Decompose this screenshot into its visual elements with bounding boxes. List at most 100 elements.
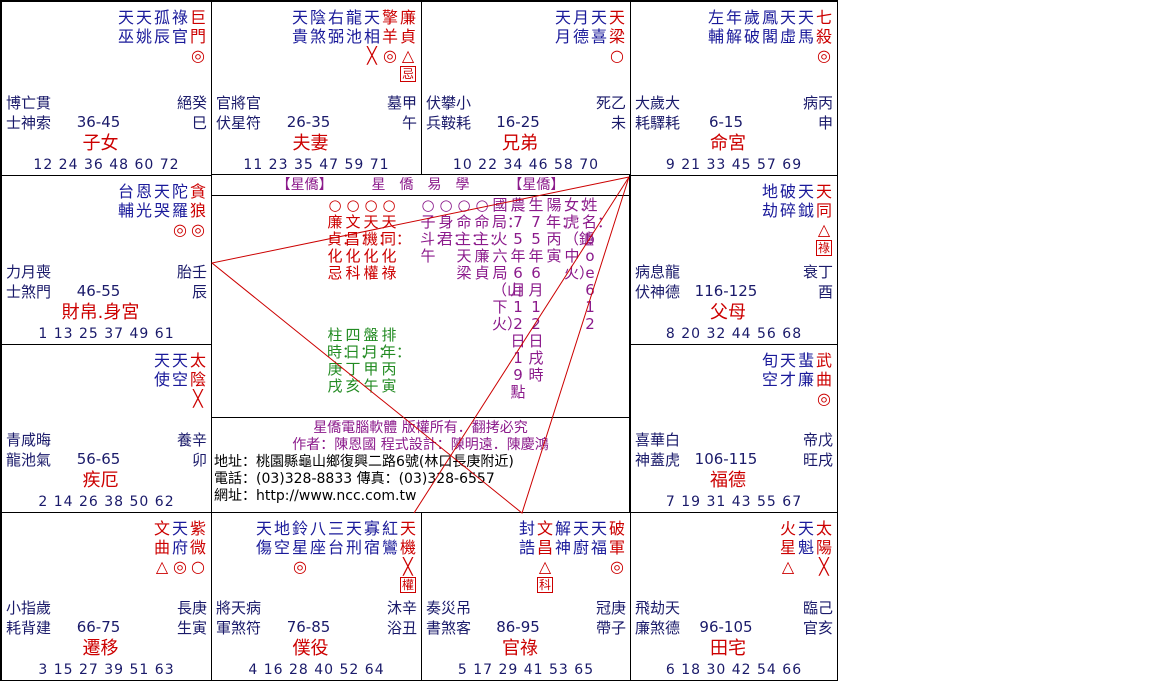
star-char: 文 (536, 519, 553, 538)
star-char: 虛 (779, 27, 796, 46)
star-char: 碎 (779, 201, 796, 220)
minor-star-line: 大歲大 (635, 94, 681, 112)
star-column: 龍池 (345, 8, 363, 82)
star-column: 歲破 (743, 8, 761, 65)
minor-star-line: 伏攀小 (426, 94, 472, 112)
star-column: 解神 (554, 519, 572, 593)
right_cols-column: 陽年：丙寅 (546, 196, 577, 265)
star-char: 使 (153, 370, 170, 389)
decade-range-text: 16-25 (496, 113, 540, 131)
decade-range: 76-85 (212, 618, 421, 636)
star-char: 解 (554, 519, 571, 538)
star-column: 天同△祿 (815, 182, 833, 256)
brightness-mark: ╳ (819, 557, 829, 576)
minor-star-line: 士煞門 (6, 283, 52, 301)
star-column: 太陰╳ (189, 351, 207, 408)
minor-stars: 喜華白神蓋虎 (635, 430, 680, 470)
age-list: 4 16 28 40 52 64 (248, 662, 385, 678)
brightness-mark: ╳ (403, 557, 413, 576)
star-column: 天傷 (255, 519, 273, 593)
minor-stars: 博亡貫士神索 (6, 93, 51, 133)
star-column: 蜚廉 (797, 351, 815, 408)
website-line[interactable]: 網址：http://www.ncc.com.tw (214, 488, 417, 504)
minor-stars: 將天病軍煞符 (216, 598, 261, 638)
star-column: 地空 (273, 519, 291, 593)
transformation-badge: 祿 (816, 240, 832, 256)
brightness-mark: ◎ (173, 220, 187, 239)
star-column: 左輔 (707, 8, 725, 65)
age-list: 6 18 30 42 54 66 (665, 662, 803, 678)
star-char: 才 (779, 370, 796, 389)
life-stage: 冠庚 帶子 (595, 599, 626, 637)
transformation-badge: 科 (537, 577, 553, 593)
star-char: 誥 (518, 538, 535, 557)
right_cols-column: 生75年6月12日戌時 (528, 196, 544, 384)
palace-name: 父母 (631, 298, 837, 324)
star-char: 輔 (117, 201, 134, 220)
star-char: 破 (743, 27, 760, 46)
star-char: 文 (153, 519, 170, 538)
star-char: 右 (327, 8, 344, 27)
star-char: 空 (171, 370, 188, 389)
star-column: 天機╳權 (399, 519, 417, 593)
life-stage: 病丙 申 (802, 94, 833, 132)
star-char: 天 (153, 351, 170, 370)
star-char: 天 (554, 8, 571, 27)
star-column: 天魁 (797, 519, 815, 576)
star-char: 地 (273, 519, 290, 538)
star-column: 巨門◎ (189, 8, 207, 65)
star-column: 台輔 (117, 182, 135, 239)
minor-stars: 病息龍伏神德 (635, 262, 680, 302)
life-stage: 養辛 卯 (176, 431, 207, 469)
star-char: 太 (189, 351, 206, 370)
minor-stars: 力月喪士煞門 (6, 262, 51, 302)
star-char: 天 (345, 519, 362, 538)
star-column: 天福 (590, 519, 608, 593)
header-title: 星 僑 易 學 (371, 177, 470, 193)
star-char: 池 (345, 27, 362, 46)
star-column: 太陽╳ (815, 519, 833, 576)
star-char: 貞 (399, 27, 416, 46)
minor-star-line: 神蓋虎 (635, 451, 681, 469)
palace-name-text: 父母 (710, 302, 746, 323)
palace-name: 命宮 (631, 129, 837, 155)
minor-star-line: 病息龍 (635, 263, 681, 281)
palace-name: 疾厄 (2, 466, 211, 492)
star-char: 破 (608, 519, 625, 538)
minor-star-line: 龍池氣 (6, 451, 52, 469)
decade-range: 36-45 (2, 113, 211, 131)
star-char: 相 (363, 27, 380, 46)
minor-star-line: 士神索 (6, 114, 52, 132)
star-char: 門 (189, 27, 206, 46)
copyright-footer: 星僑電腦軟體 版權所有．翻拷必究 作者：陳恩國 程式設計：陳明遠．陳慶鴻 地址：… (212, 417, 629, 505)
palace-name: 福德 (631, 466, 837, 492)
star-char: 軍 (608, 538, 625, 557)
age-list: 2 14 26 38 50 62 (38, 494, 175, 510)
minor-stars: 青咸晦龍池氣 (6, 430, 51, 470)
star-char: 鸞 (381, 538, 398, 557)
star-char: 年 (725, 8, 742, 27)
header-tag-right: 【星僑】 (508, 177, 565, 193)
star-char: 天 (815, 182, 832, 201)
star-char: 旬 (761, 351, 778, 370)
decade-range-text: 66-75 (76, 618, 121, 636)
star-column: 三台 (327, 519, 345, 593)
palace-name: 僕役 (212, 634, 421, 660)
star-char: 七 (815, 8, 832, 27)
star-char: 鳳 (761, 8, 778, 27)
star-char: 廉 (797, 370, 814, 389)
palace-name-text: 遷移 (82, 638, 119, 659)
